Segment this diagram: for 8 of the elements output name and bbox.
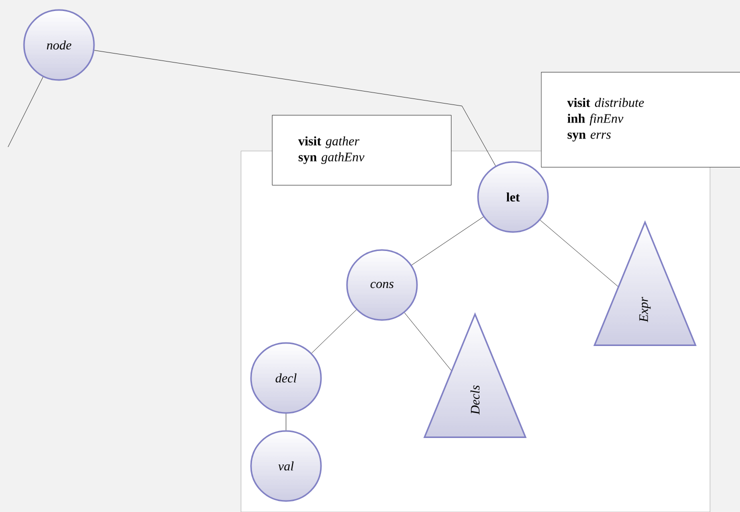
attribute-box: visit gather syn gathEnv xyxy=(272,115,452,186)
tree-edge xyxy=(404,312,452,371)
tree-edge xyxy=(311,310,357,354)
tree-edge xyxy=(540,220,618,287)
tree-edge xyxy=(8,76,44,148)
tree-edge xyxy=(411,216,484,266)
tree-edge xyxy=(94,50,496,166)
attribute-box: visit distribute inh finEnv syn errs xyxy=(541,72,740,168)
